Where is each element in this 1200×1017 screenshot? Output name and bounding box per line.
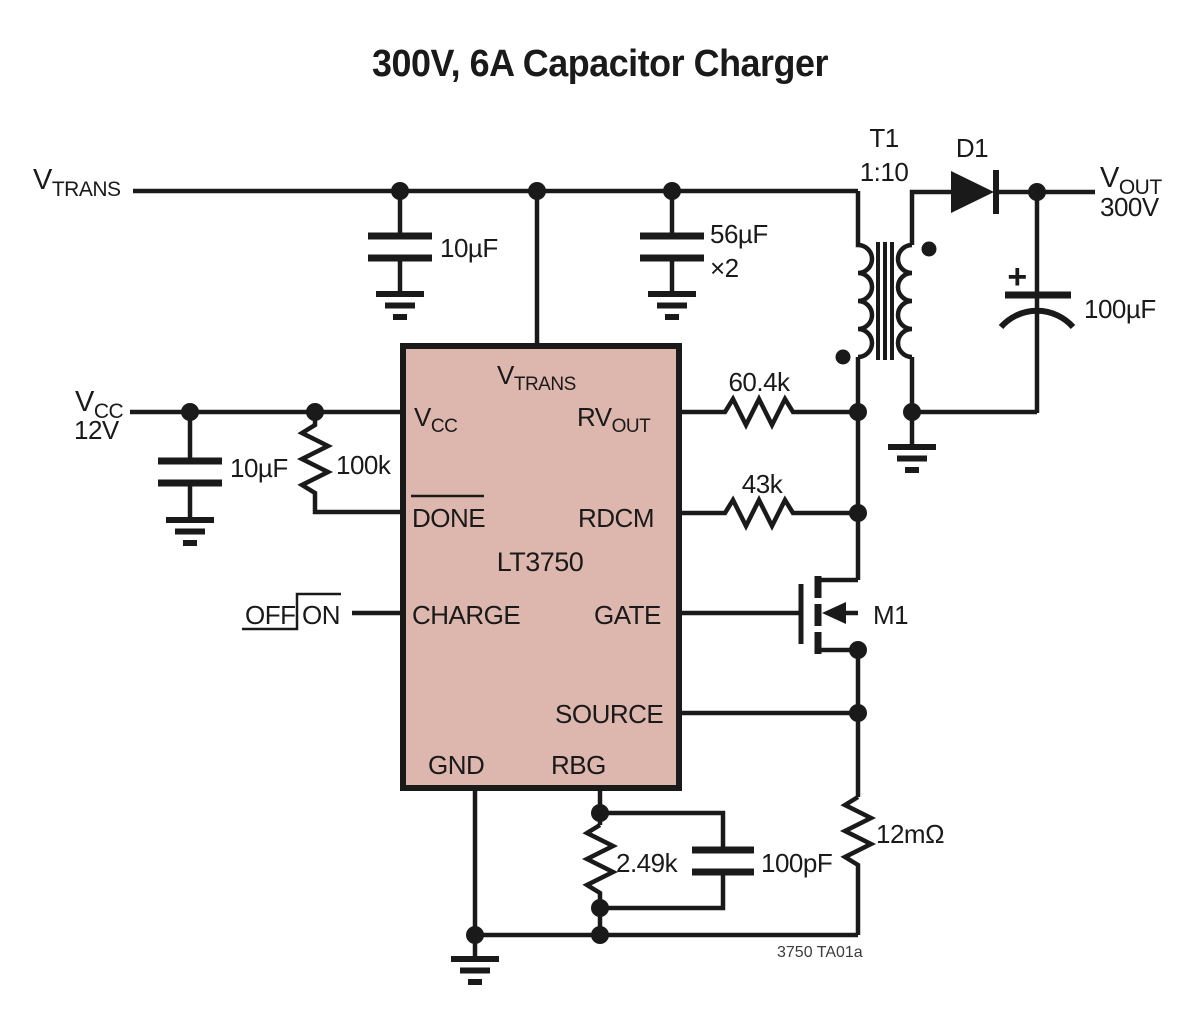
vout-base: V [1100, 162, 1120, 194]
pin-source: SOURCE [555, 699, 663, 729]
pin-vtrans-sub: TRANS [514, 374, 576, 395]
vcc-capacitor-10uf: 10µF [158, 412, 288, 546]
vcc-rail-label: VCC [75, 386, 124, 423]
diode-ref: D1 [956, 133, 988, 163]
resistor-value: 43k [742, 469, 784, 499]
figure-note: 3750 TA01a [777, 944, 863, 961]
step-waveform-icon [242, 592, 341, 631]
source-net [679, 650, 867, 797]
charge-control-waveform: OFF ON [242, 592, 403, 631]
pin-gnd: GND [428, 750, 484, 780]
ic-body [400, 343, 682, 791]
vcc-rail: VCC 12V [74, 386, 403, 445]
capacitor-plates [640, 232, 704, 262]
primary-phase-dot [835, 349, 851, 365]
capacitor-value: 56µF [710, 219, 768, 249]
diode-triangle [951, 171, 994, 213]
secondary-phase-dot [921, 241, 937, 257]
ground-icon [451, 956, 499, 985]
vtrans-rail-label: VTRANS [33, 164, 121, 201]
resistor-body [679, 494, 858, 532]
mosfet-ref: M1 [873, 600, 908, 630]
on-label: ON [302, 600, 340, 630]
vout-sub: OUT [1119, 176, 1163, 199]
off-label: OFF [245, 600, 296, 630]
secondary-bottom-lead [909, 357, 1037, 415]
vout-rail-label: VOUT [1100, 162, 1162, 199]
pin-done: DONE [412, 503, 485, 533]
vcc-voltage: 12V [74, 415, 120, 445]
ic-part-number: LT3750 [497, 547, 584, 577]
gnd-wires [472, 788, 858, 938]
ic-lt3750: VTRANS VCC RVOUT DONE RDCM LT3750 CHARGE… [400, 343, 682, 791]
capacitor-plates [158, 457, 222, 487]
capacitor-branch-wires [600, 810, 726, 911]
ground-rail [451, 788, 858, 985]
transformer-ref: T1 [869, 123, 898, 153]
capacitor-value: 100µF [1084, 294, 1156, 324]
secondary-winding [895, 242, 913, 360]
output-capacitor-100uf: + 100µF [998, 192, 1156, 413]
resistor-value: 100k [336, 450, 392, 480]
capacitor-quantity: ×2 [710, 253, 739, 283]
resistor-body [679, 393, 858, 431]
pin-rvout-sub: OUT [612, 416, 652, 437]
pin-charge: CHARGE [412, 600, 520, 630]
rbg-network: 2.49k 100pF [581, 788, 833, 944]
capacitor-curved-plate [998, 307, 1076, 330]
pin-vcc: VCC [414, 402, 457, 437]
pin-vcc-sub: CC [431, 416, 457, 437]
junction-dot [528, 182, 546, 200]
transformer-core [876, 242, 894, 360]
bulk-capacitor-56uf: 56µF ×2 [640, 191, 768, 320]
ground-icon [166, 517, 214, 546]
vout-voltage: 300V [1100, 192, 1160, 222]
junction-dot [591, 899, 609, 917]
vtrans-sub: TRANS [52, 178, 121, 201]
drain-lead [820, 357, 861, 583]
pin-rvout: RVOUT [577, 402, 651, 437]
vtrans-rail: VTRANS [33, 164, 858, 346]
pin-rvout-base: RV [577, 402, 613, 432]
vcc-base: V [75, 386, 95, 418]
capacitor-value: 10µF [230, 453, 288, 483]
vtrans-base: V [33, 164, 53, 196]
resistor-value: 12mΩ [876, 819, 944, 849]
body-arrow [822, 602, 846, 624]
pin-vcc-base: V [414, 402, 432, 432]
pin-vtrans-base: V [497, 360, 515, 390]
vcc-sub: CC [94, 400, 124, 423]
transformer-ratio: 1:10 [860, 157, 909, 187]
resistor-value: 60.4k [728, 367, 791, 397]
input-capacitor-10uf: 10µF [368, 191, 498, 320]
primary-winding [855, 191, 875, 360]
resistor-12mohm-sense: 12mΩ [839, 795, 945, 935]
vout-rail: VOUT 300V [1100, 162, 1163, 222]
transformer-t1: T1 1:10 [835, 123, 1037, 473]
capacitor-plates [368, 232, 432, 262]
ground-icon [888, 444, 936, 473]
ground-icon [376, 291, 424, 320]
pin-gate: GATE [594, 600, 661, 630]
pin-rbg: RBG [551, 750, 606, 780]
ground-icon [648, 291, 696, 320]
resistor-body [839, 795, 877, 935]
pin-vtrans: VTRANS [497, 360, 576, 395]
schematic-title: 300V, 6A Capacitor Charger [372, 43, 829, 85]
diode-d1: D1 [951, 133, 1095, 214]
capacitor-value: 10µF [440, 233, 498, 263]
secondary-top-lead [909, 189, 951, 245]
pin-rdcm: RDCM [578, 503, 654, 533]
mosfet-m1: M1 [679, 357, 909, 659]
resistor-value: 2.49k [616, 848, 679, 878]
capacitor-value: 100pF [761, 848, 832, 878]
resistor-body [296, 412, 403, 515]
capacitor-plates [692, 846, 754, 876]
polarity-plus: + [1007, 258, 1026, 296]
resistor-2k49-body [581, 823, 619, 935]
resistor-100k-done: 100k [296, 412, 403, 515]
